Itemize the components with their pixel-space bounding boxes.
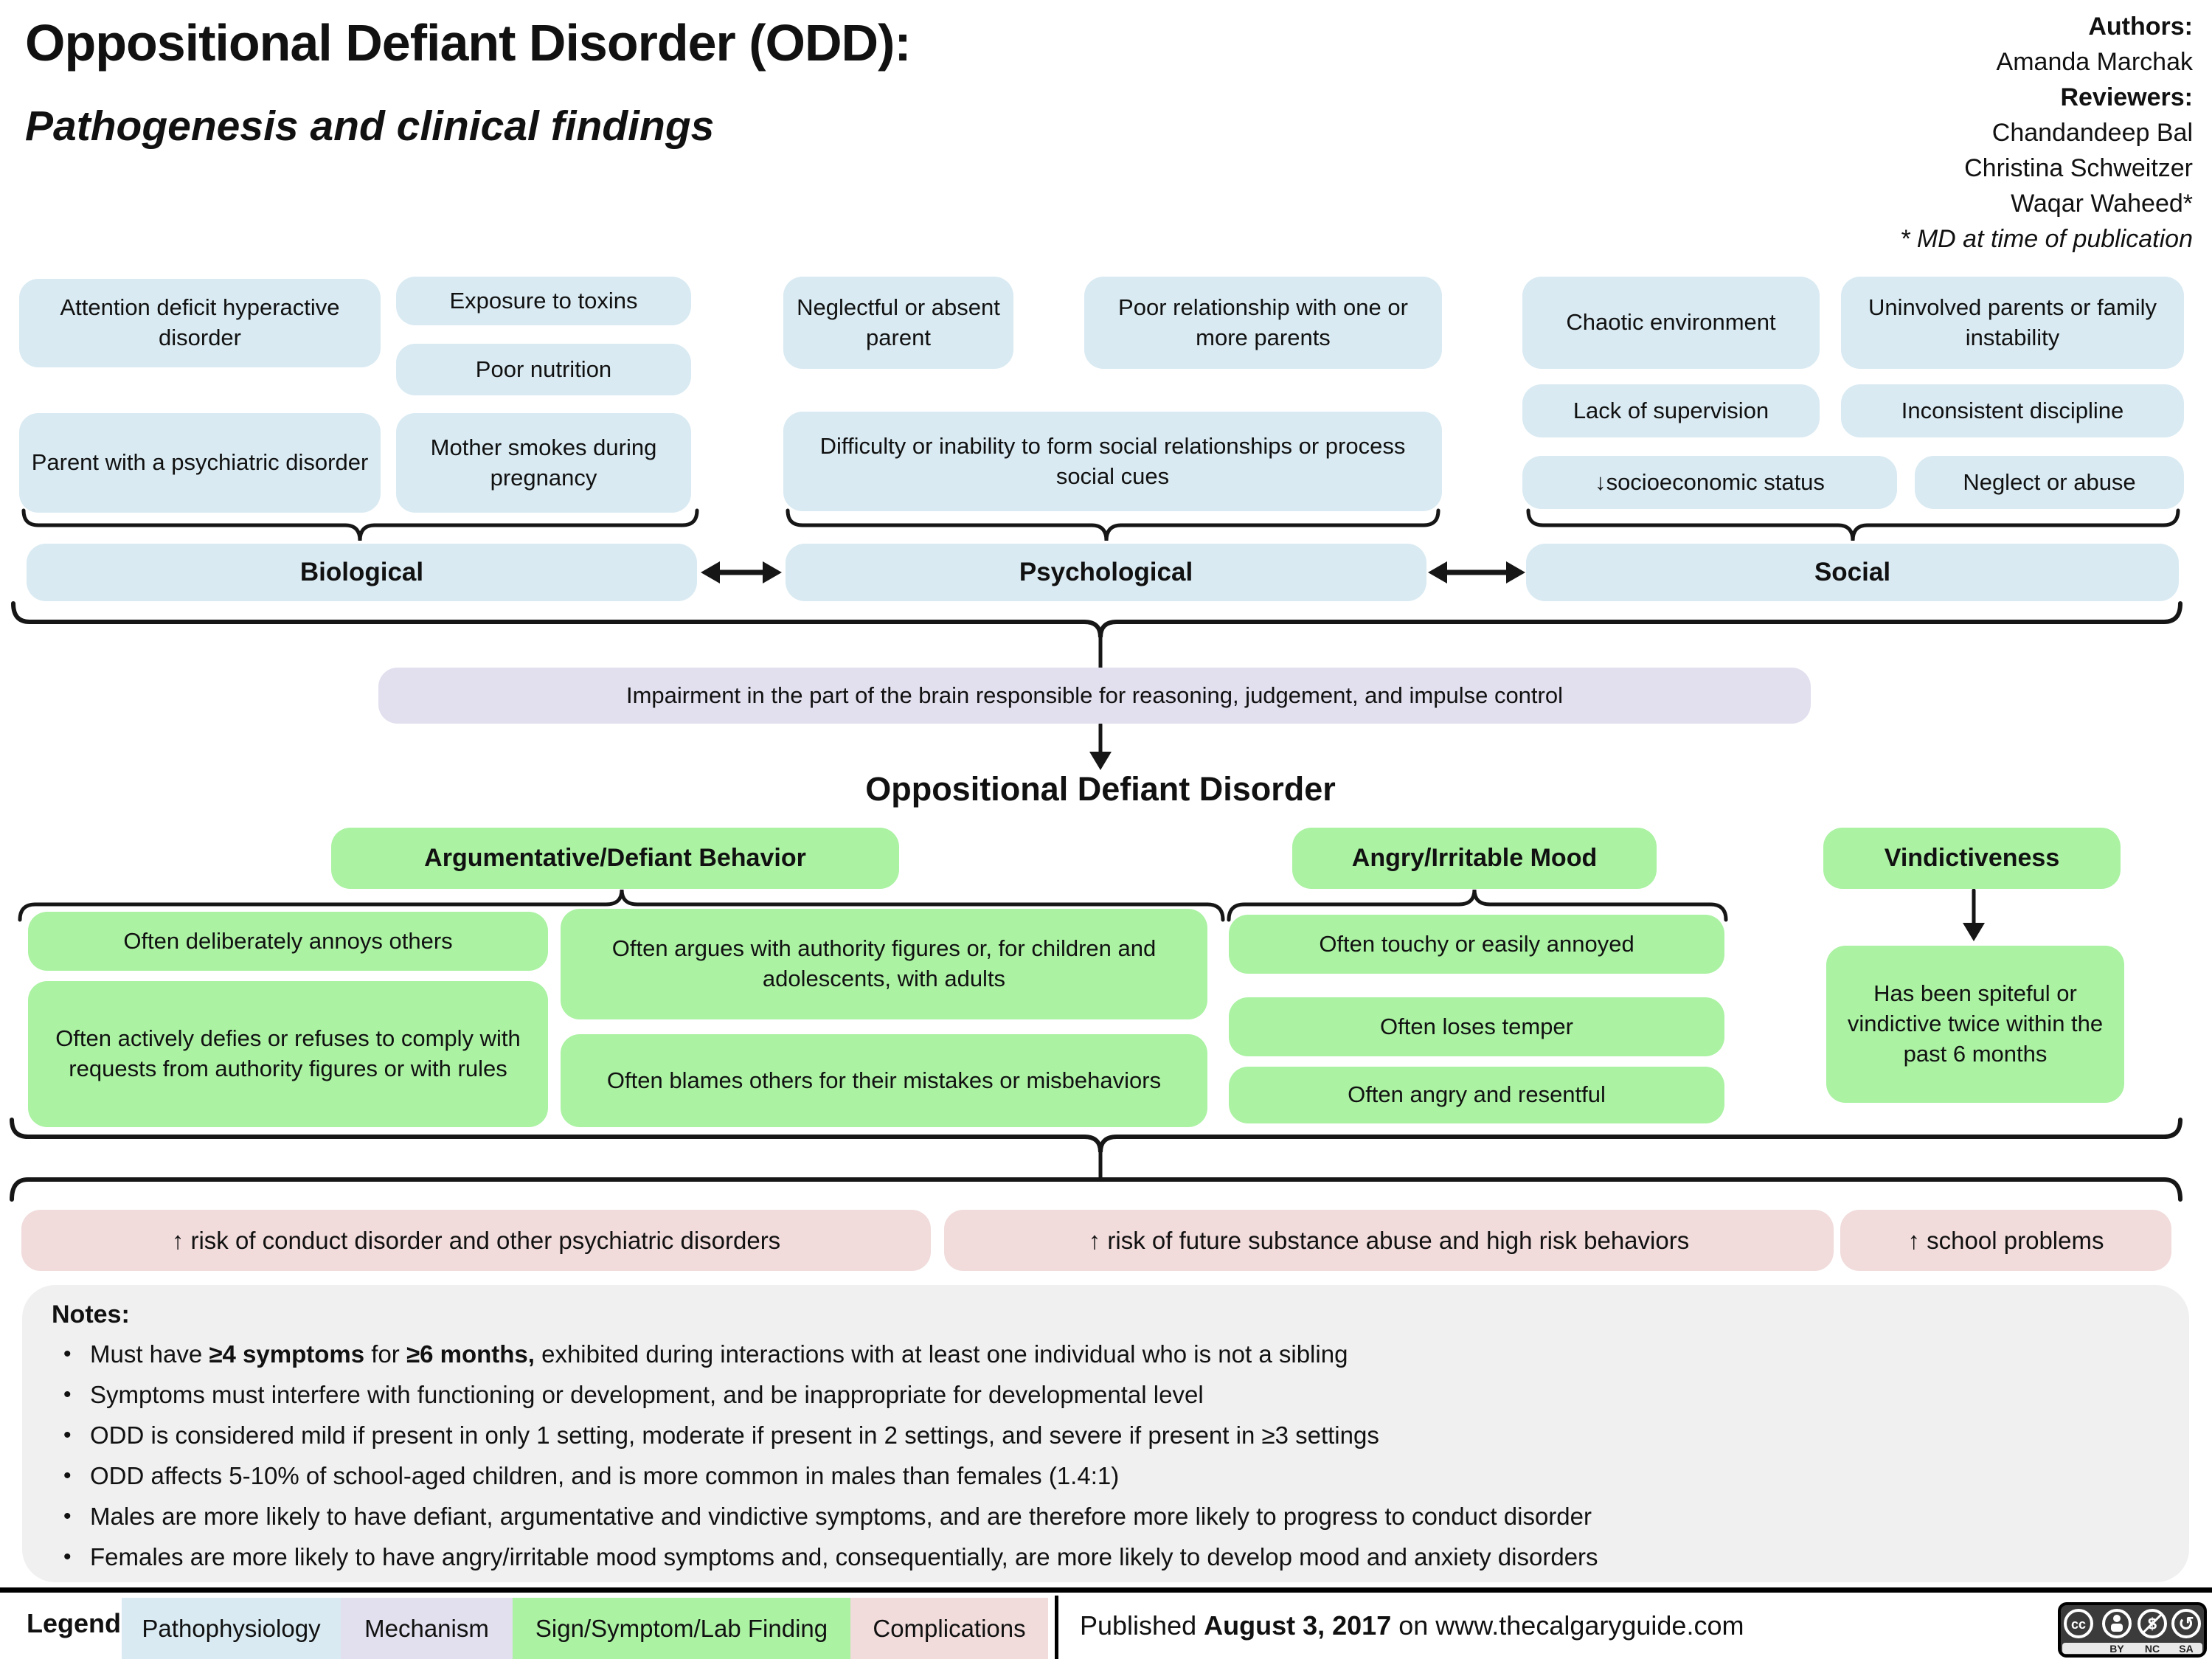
category-social: Social [1526, 544, 2179, 601]
published-url: on www.thecalgaryguide.com [1391, 1610, 1744, 1641]
legend-item-mechanism: Mechanism [341, 1598, 513, 1659]
reviewer-name: Waqar Waheed* [2011, 190, 2193, 218]
brace-complications [10, 1177, 2182, 1202]
published-prefix: Published [1080, 1610, 1204, 1641]
brace-biological [21, 508, 699, 541]
cc-by-person-body [2111, 1624, 2123, 1632]
factor-poor-relationship: Poor relationship with one or more paren… [1084, 277, 1442, 369]
legend-item-complications: Complications [850, 1598, 1048, 1659]
note-text-bold: ≥6 months, [406, 1340, 535, 1368]
cc-by-person-head [2113, 1615, 2121, 1622]
factor-nutrition: Poor nutrition [396, 344, 691, 395]
note-bullet: Symptoms must interfere with functioning… [52, 1374, 2160, 1415]
note-text: Must have [90, 1340, 209, 1368]
cc-icon [2064, 1609, 2093, 1638]
reviewers-label: Reviewers: [2060, 83, 2193, 111]
category-psychological: Psychological [786, 544, 1426, 601]
note-text: ODD affects 5-10% of school-aged childre… [90, 1462, 1120, 1489]
cc-sa-icon [2171, 1609, 2201, 1638]
note-text: ODD is considered mild if present in onl… [90, 1421, 1379, 1449]
notes-label: Notes: [52, 1300, 130, 1329]
factor-low-socioeconomic: ↓socioeconomic status [1522, 456, 1897, 509]
factor-chaotic-environment: Chaotic environment [1522, 277, 1820, 369]
credits-block: Authors: Amanda Marchak Reviewers: Chand… [1900, 9, 2193, 257]
category-biological: Biological [27, 544, 697, 601]
symptom-annoys-others: Often deliberately annoys others [28, 912, 548, 971]
cc-nc-icon [2138, 1609, 2167, 1638]
note-text-bold: ≥4 symptoms [209, 1340, 365, 1368]
footer-divider-line [0, 1587, 2212, 1593]
double-arrow-right-head-2 [1506, 561, 1525, 583]
arrow-vindictive-head [1963, 923, 1985, 941]
note-text: Symptoms must interfere with functioning… [90, 1381, 1204, 1408]
factor-uninvolved-parents: Uninvolved parents or family instability [1841, 277, 2184, 369]
arrow-impairment-head [1089, 752, 1112, 770]
credits-footnote: * MD at time of publication [1900, 225, 2193, 253]
published-line: Published August 3, 2017 on www.thecalga… [1080, 1610, 1744, 1641]
double-arrow-left-head-1 [701, 561, 720, 583]
page-subtitle: Pathogenesis and clinical findings [25, 103, 715, 150]
page-title: Oppositional Defiant Disorder (ODD): [25, 14, 912, 72]
cc-icon-text: cc [2071, 1617, 2086, 1632]
factor-inconsistent-discipline: Inconsistent discipline [1841, 384, 2184, 437]
diagnosis-heading: Oppositional Defiant Disorder [865, 770, 1336, 808]
symptom-defies-requests: Often actively defies or refuses to comp… [28, 981, 548, 1127]
reviewer-name: Christina Schweitzer [1964, 154, 2193, 182]
notes-panel: Notes: Must have ≥4 symptoms for ≥6 mont… [22, 1285, 2189, 1582]
complication-substance-abuse: ↑ risk of future substance abuse and hig… [944, 1210, 1834, 1271]
complication-conduct-disorder: ↑ risk of conduct disorder and other psy… [21, 1210, 931, 1271]
symptom-argues-authority: Often argues with authority figures or, … [561, 909, 1207, 1019]
cc-by-person-icon [2102, 1609, 2132, 1638]
authors-label: Authors: [2088, 13, 2193, 41]
symptom-group-argumentative: Argumentative/Defiant Behavior [331, 828, 899, 889]
factor-adhd: Attention deficit hyperactive disorder [19, 279, 381, 367]
double-arrow-left-head-2 [1428, 561, 1447, 583]
symptom-group-angry: Angry/Irritable Mood [1292, 828, 1657, 889]
cc-nc-strike [2142, 1613, 2163, 1634]
note-text: for [364, 1340, 406, 1368]
brace-psychological [786, 508, 1440, 541]
symptom-loses-temper: Often loses temper [1229, 997, 1724, 1056]
note-bullet: ODD is considered mild if present in onl… [52, 1415, 2160, 1455]
note-text: Females are more likely to have angry/ir… [90, 1543, 1598, 1570]
author-name: Amanda Marchak [1996, 48, 2193, 76]
note-bullet: Must have ≥4 symptoms for ≥6 months, exh… [52, 1334, 2160, 1374]
cc-badge-label-strip [2062, 1643, 2202, 1654]
symptom-blames-others: Often blames others for their mistakes o… [561, 1034, 1207, 1127]
mechanism-brain-impairment: Impairment in the part of the brain resp… [378, 668, 1811, 724]
factor-neglectful-parent: Neglectful or absent parent [783, 277, 1013, 369]
cc-license-badge: cc $ ↺ BY NC SA [2058, 1602, 2207, 1658]
legend-label: Legend: [27, 1608, 130, 1638]
symptom-touchy: Often touchy or easily annoyed [1229, 915, 1724, 974]
legend-divider [1055, 1596, 1058, 1659]
factor-mother-smokes: Mother smokes during pregnancy [396, 413, 691, 513]
brace-all-factors [11, 601, 2182, 638]
double-arrow-right-head-1 [763, 561, 782, 583]
note-bullet: Males are more likely to have defiant, a… [52, 1496, 2160, 1537]
cc-sa-label: SA [2179, 1643, 2193, 1655]
legend-item-pathophysiology: Pathophysiology [122, 1598, 341, 1659]
symptom-spiteful: Has been spiteful or vindictive twice wi… [1826, 946, 2124, 1103]
brace-social [1526, 508, 2180, 541]
symptom-angry-resentful: Often angry and resentful [1229, 1067, 1724, 1123]
brace-argumentative [18, 889, 1225, 922]
brace-angry [1227, 889, 1728, 922]
note-bullet: Females are more likely to have angry/ir… [52, 1537, 2160, 1577]
note-text: Males are more likely to have defiant, a… [90, 1503, 1592, 1530]
reviewer-name: Chandandeep Bal [1991, 119, 2193, 147]
cc-nc-label: NC [2145, 1643, 2160, 1655]
factor-social-difficulty: Difficulty or inability to form social r… [783, 412, 1442, 511]
note-text: exhibited during interactions with at le… [534, 1340, 1348, 1368]
published-date: August 3, 2017 [1204, 1610, 1392, 1641]
factor-parent-psychiatric: Parent with a psychiatric disorder [19, 413, 381, 513]
complication-school-problems: ↑ school problems [1840, 1210, 2171, 1271]
factor-lack-supervision: Lack of supervision [1522, 384, 1820, 437]
factor-toxins: Exposure to toxins [396, 277, 691, 325]
cc-sa-glyph: ↺ [2178, 1613, 2194, 1635]
note-bullet: ODD affects 5-10% of school-aged childre… [52, 1455, 2160, 1496]
factor-neglect-abuse: Neglect or abuse [1915, 456, 2184, 509]
cc-by-label: BY [2109, 1643, 2124, 1655]
symptom-group-vindictiveness: Vindictiveness [1823, 828, 2121, 889]
legend-item-sign-symptom: Sign/Symptom/Lab Finding [513, 1598, 850, 1659]
